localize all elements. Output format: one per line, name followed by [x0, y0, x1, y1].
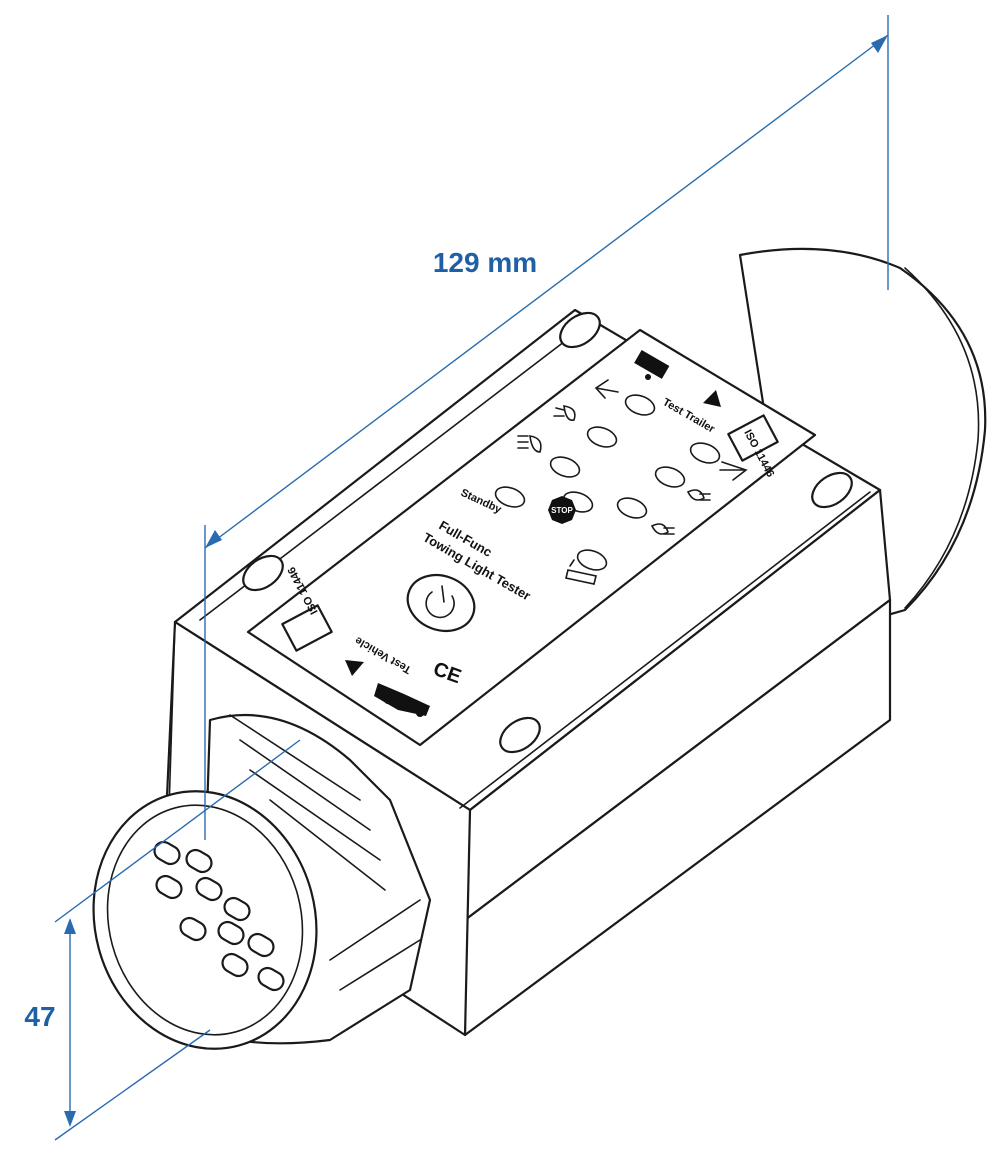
pin — [221, 952, 249, 978]
mounting-hole-top-right — [559, 311, 601, 349]
trailer-arrow-icon — [703, 390, 721, 407]
pin — [179, 916, 207, 942]
led-left-indicator — [624, 394, 656, 416]
stop-sign-icon: STOP — [548, 496, 576, 524]
vehicle-arrow-icon — [345, 660, 364, 676]
plug-icon — [686, 489, 711, 501]
length-dimension-label: 129 mm — [433, 247, 537, 278]
pin — [155, 874, 183, 900]
led-right-tail — [654, 466, 686, 488]
led-standby — [494, 486, 526, 508]
mounting-hole-top-left — [242, 554, 284, 592]
connector-pins — [153, 840, 285, 992]
fog-light-icon — [553, 405, 576, 422]
diameter-dimension: 47 — [24, 739, 301, 1141]
pin — [185, 848, 213, 874]
mounting-hole-bottom-right — [811, 471, 853, 509]
led-battery — [576, 549, 608, 571]
pin — [223, 896, 251, 922]
power-button[interactable] — [400, 566, 482, 640]
pin — [217, 920, 245, 946]
trailer-icon — [634, 349, 670, 380]
tail-light-icon — [517, 435, 542, 453]
arrow-right-icon — [719, 461, 748, 481]
led-right-indicator — [689, 442, 721, 464]
mounting-hole-bottom-left — [499, 716, 541, 754]
arrow-left-icon — [594, 379, 619, 399]
mounting-holes — [242, 311, 853, 754]
diameter-dimension-label: 47 — [24, 1001, 55, 1032]
pin — [195, 876, 223, 902]
front-plug — [92, 713, 432, 1050]
led-tail-light — [549, 456, 581, 478]
pin — [257, 966, 285, 992]
stop-sign-text: STOP — [551, 506, 573, 515]
label-panel: ISO 11446 ISO 11446 Test Trailer — [246, 328, 817, 747]
car-icon — [374, 683, 430, 717]
indicator-leds — [494, 394, 721, 571]
battery-icon — [565, 559, 597, 585]
led-reverse — [616, 497, 648, 519]
reverse-plug-icon — [650, 523, 675, 535]
length-dimension: 129 mm — [204, 15, 889, 840]
led-rear-fog — [586, 426, 618, 448]
pin — [247, 932, 275, 958]
